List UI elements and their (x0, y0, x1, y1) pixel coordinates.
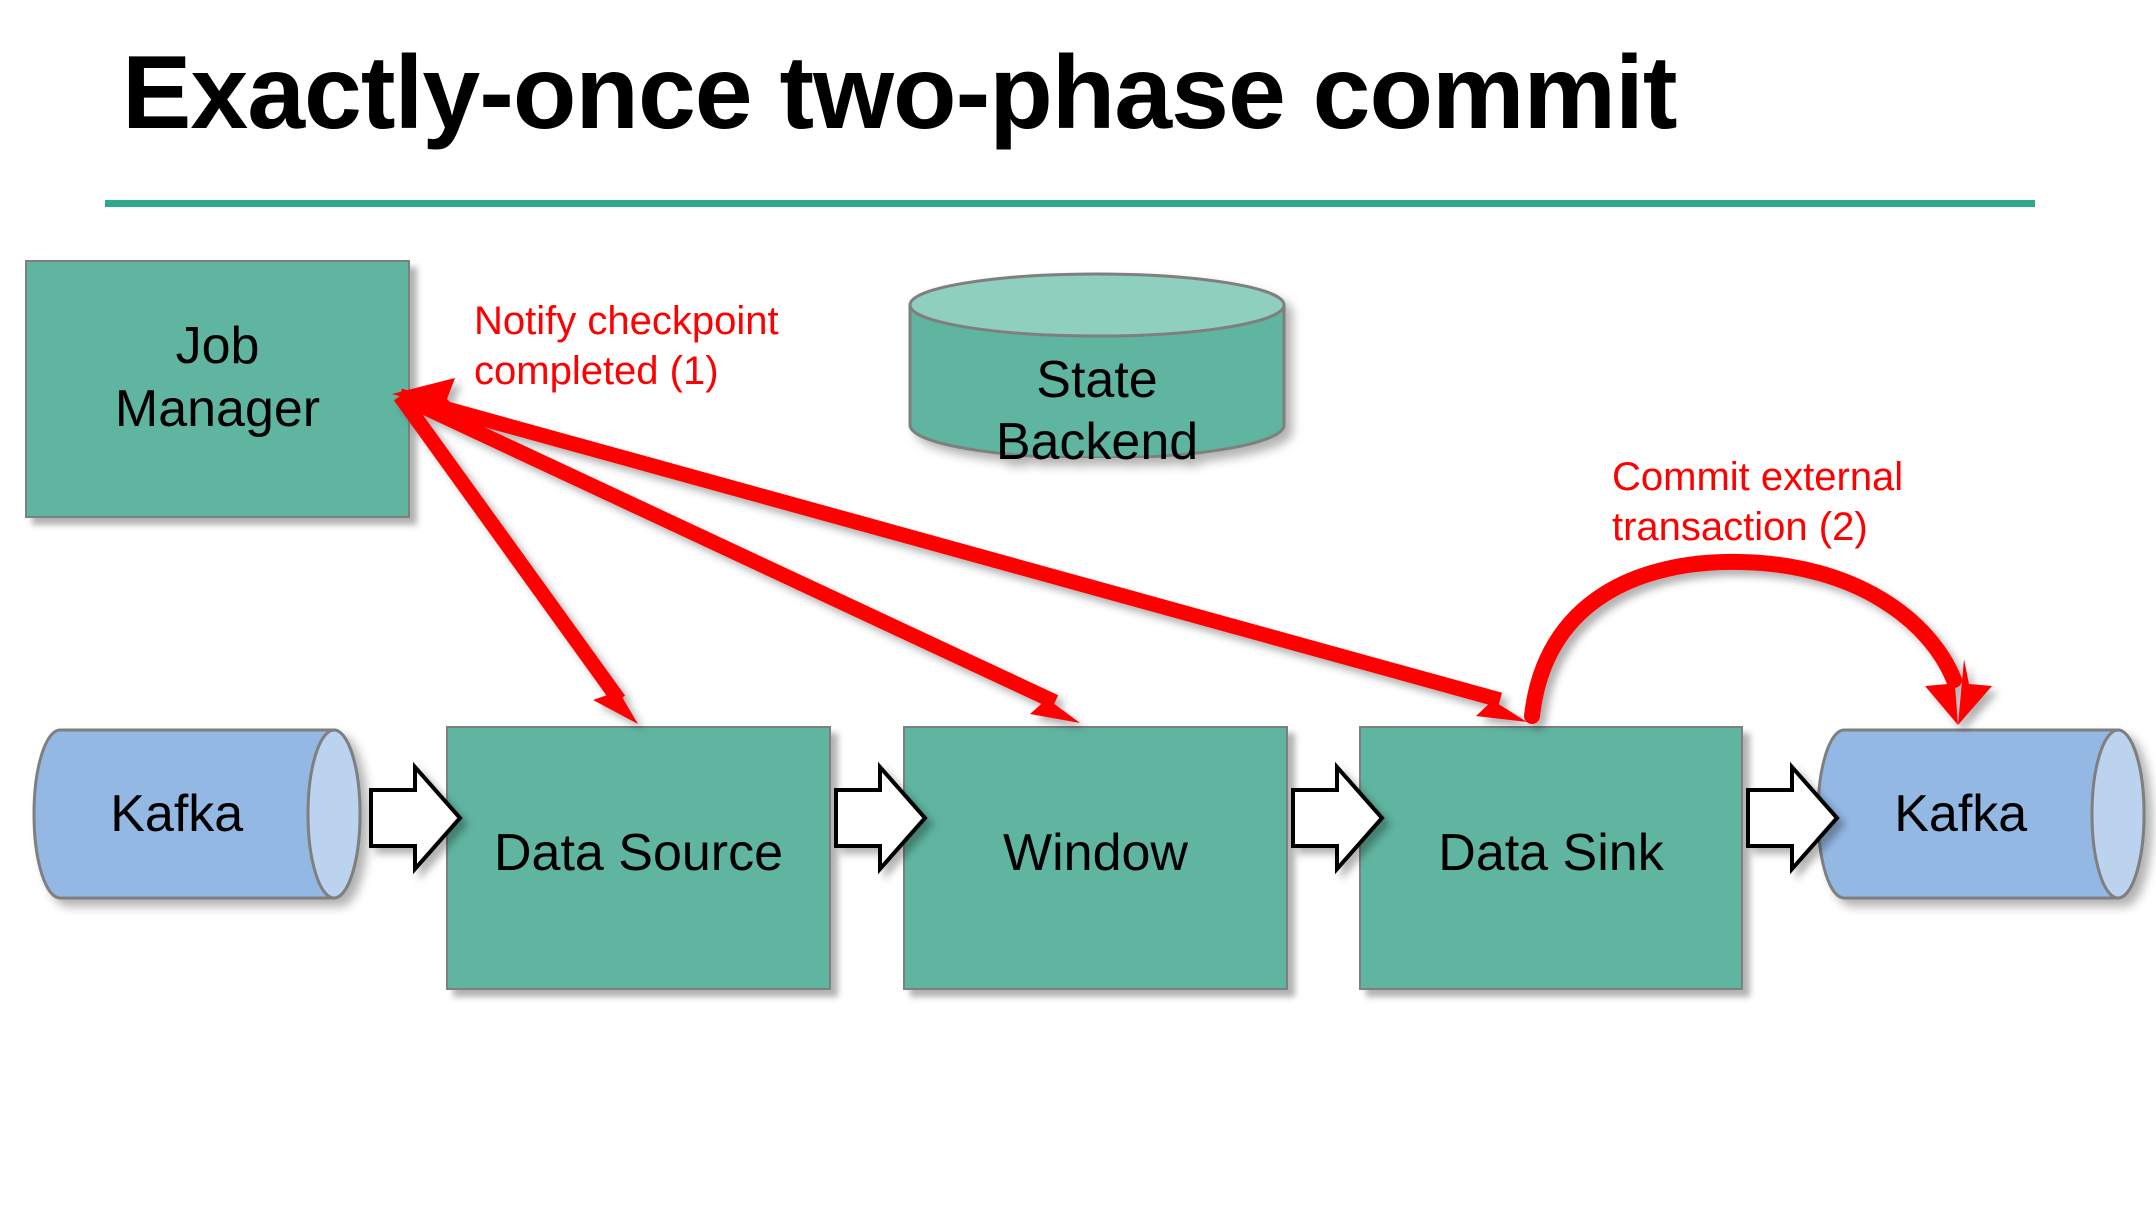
node-state-backend-label-line2: Backend (995, 413, 1199, 471)
node-kafka-sink-label: Kafka (1894, 785, 2028, 843)
page-title: Exactly-once two-phase commit (122, 35, 1678, 151)
node-data-sink[interactable]: Data Sink (1359, 726, 1743, 990)
annotation-notify-line1: Notify checkpoint (474, 299, 779, 343)
cylinder-shape (32, 728, 362, 900)
commit-arrow-curved (1524, 553, 1992, 725)
annotation-commit-line1: Commit external (1612, 455, 1904, 499)
node-data-source-label: Data Source (493, 824, 784, 882)
node-kafka-sink[interactable]: Kafka (1812, 728, 2150, 900)
annotation-commit-external: Commit external transaction (2) (1612, 452, 1992, 552)
annotation-notify-line2: completed (1) (474, 349, 719, 393)
node-window-label: Window (1003, 824, 1188, 882)
node-job-manager[interactable]: Job Manager (25, 260, 410, 518)
node-job-manager-label-line1: Job (175, 317, 260, 375)
node-state-backend-label-line1: State (1036, 351, 1158, 409)
node-kafka-source[interactable]: Kafka (28, 728, 366, 900)
node-job-manager-label-line2: Manager (114, 380, 321, 438)
node-state-backend[interactable]: State Backend (908, 272, 1286, 471)
node-data-source[interactable]: Data Source (446, 726, 831, 990)
annotation-notify-checkpoint: Notify checkpoint completed (1) (474, 296, 854, 396)
title-divider (105, 200, 2035, 207)
node-window[interactable]: Window (903, 726, 1288, 990)
node-data-sink-label: Data Sink (1438, 824, 1664, 882)
annotation-commit-line2: transaction (2) (1612, 505, 1868, 549)
node-kafka-source-label: Kafka (110, 785, 244, 843)
